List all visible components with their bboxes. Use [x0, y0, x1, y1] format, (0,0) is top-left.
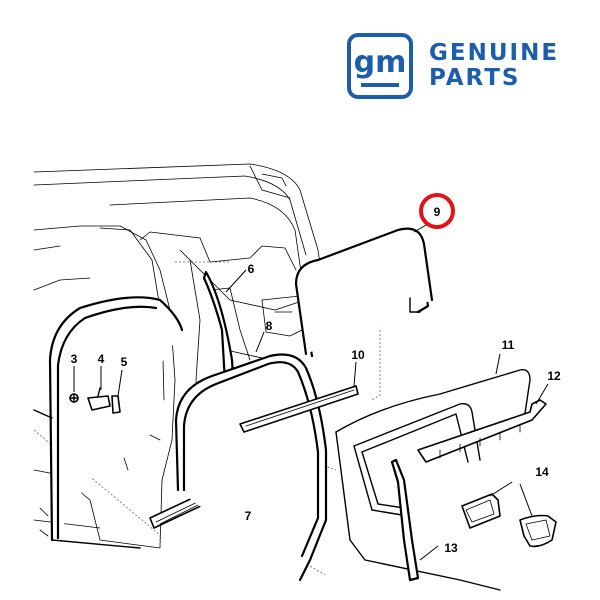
part-14-door-handle	[461, 481, 557, 548]
brand-line-parts: PARTS	[429, 65, 521, 91]
gm-genuine-parts-logo: gm GENUINE PARTS	[347, 33, 587, 103]
door-hardware-fasteners	[69, 366, 123, 414]
callout-12: 12	[547, 369, 561, 383]
part-8-rear-door-weatherstrip	[174, 331, 328, 582]
part-10-belt-molding	[239, 361, 359, 433]
callout-9: 9	[434, 205, 441, 219]
door-opening-weatherstrip	[33, 296, 184, 549]
callout-6: 6	[248, 262, 255, 276]
callout-10: 10	[351, 348, 365, 362]
gm-logo-icon: gm	[347, 33, 413, 99]
callout-14: 14	[535, 465, 549, 479]
callout-7: 7	[245, 509, 252, 523]
callout-3: 3	[71, 352, 78, 366]
part-12-trim-bracket	[417, 383, 549, 463]
part-9-window-channel	[294, 223, 434, 358]
callout-4: 4	[98, 352, 105, 366]
callout-5: 5	[121, 355, 128, 369]
vehicle-body-outline	[33, 163, 326, 549]
part-13-door-edge-seal	[390, 458, 439, 582]
part-11-rear-door	[335, 353, 531, 591]
brand-text: GENUINE PARTS	[429, 41, 559, 91]
callout-labels: 3 4 5 6 7 8 9 10 11 12 13 14	[71, 193, 561, 555]
callout-11: 11	[502, 338, 515, 352]
callout-13: 13	[444, 541, 458, 555]
callout-8: 8	[266, 319, 273, 333]
highlight-ring-9	[419, 193, 455, 229]
brand-line-genuine: GENUINE	[429, 40, 560, 66]
gm-logo-text: gm	[354, 45, 407, 80]
